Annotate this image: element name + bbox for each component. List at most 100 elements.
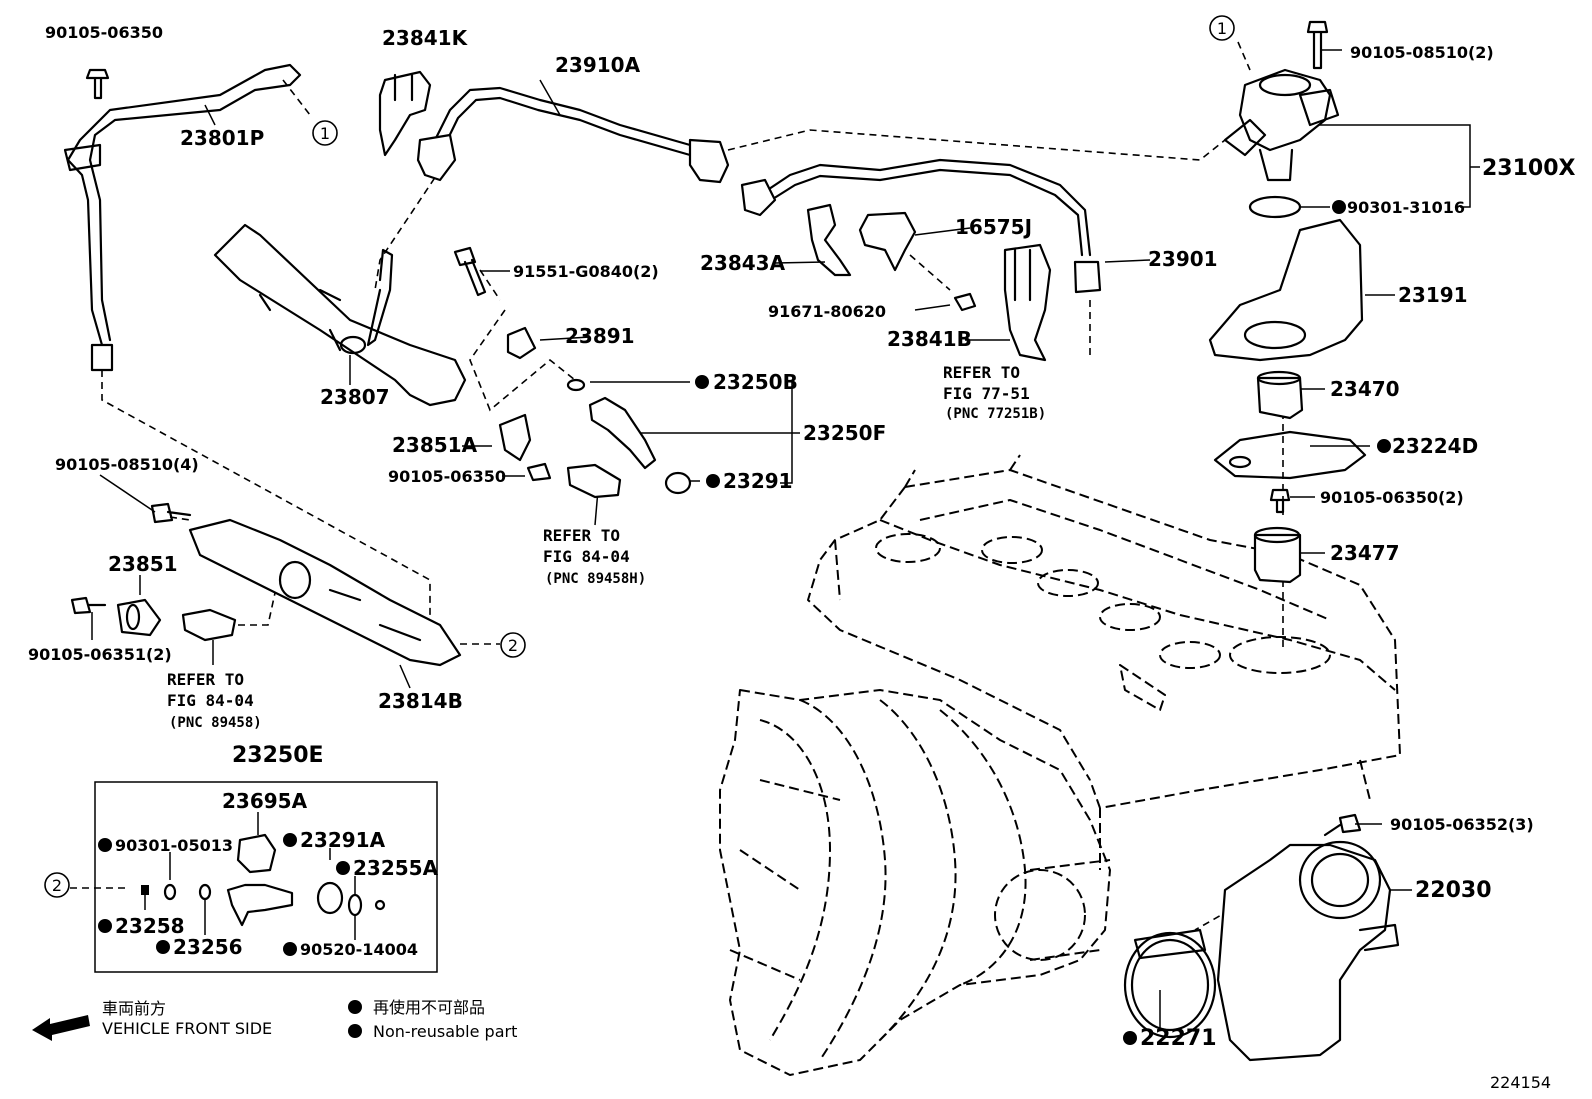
legend-nonreuse-en: Non-reusable part: [373, 1022, 517, 1041]
label-90105-06351: 90105-06351(2): [28, 645, 172, 664]
legend-front-en: VEHICLE FRONT SIDE: [102, 1019, 272, 1038]
svg-text:2: 2: [508, 636, 518, 655]
label-91551-g0840: 91551-G0840(2): [513, 262, 659, 281]
svg-text:REFER TO: REFER TO: [943, 363, 1020, 382]
label-23224D: 23224D: [1392, 434, 1478, 458]
non-reusable-dot-icon: [348, 1000, 362, 1014]
legend-nonreuse-jp: 再使用不可部品: [373, 998, 485, 1017]
label-90520-14004: 90520-14004: [300, 940, 418, 959]
label-90105-08510-4: 90105-08510(4): [55, 455, 199, 474]
label-91671-80620: 91671-80620: [768, 302, 886, 321]
label-23258: 23258: [115, 914, 185, 938]
label-23250F: 23250F: [803, 421, 886, 445]
label-22271: 22271: [1140, 1026, 1217, 1051]
label-90105-06352: 90105-06352(3): [1390, 815, 1534, 834]
lifter-23477: [1253, 526, 1302, 584]
sleeve-23470: [1256, 370, 1304, 420]
bolt-91671-80620: [953, 292, 977, 312]
svg-text:FIG 77-51: FIG 77-51: [943, 384, 1030, 403]
vehicle-front-arrow-icon: [32, 1015, 90, 1041]
legend: 車両前方 VEHICLE FRONT SIDE 再使用不可部品 Non-reus…: [32, 998, 517, 1041]
svg-text:REFER TO: REFER TO: [167, 670, 244, 689]
label-23191: 23191: [1398, 283, 1468, 307]
oring-90301-31016: [1248, 195, 1302, 219]
label-23841B: 23841B: [887, 327, 972, 351]
sensor-23851: [116, 598, 162, 637]
label-23843A: 23843A: [700, 251, 786, 275]
label-23801P: 23801P: [180, 126, 264, 150]
svg-text:FIG 84-04: FIG 84-04: [167, 691, 254, 710]
label-23814B: 23814B: [378, 689, 463, 713]
injector-23250F: [566, 378, 692, 495]
connector-23841K: [378, 70, 432, 157]
label-23470: 23470: [1330, 377, 1400, 401]
diagram-id: 224154: [1490, 1073, 1551, 1092]
label-23807: 23807: [320, 385, 390, 409]
label-23841K: 23841K: [382, 26, 469, 50]
bracket-23841B: [1003, 243, 1052, 362]
label-23250E: 23250E: [232, 743, 324, 768]
svg-text:FIG 84-04: FIG 84-04: [543, 547, 630, 566]
svg-text:1: 1: [320, 124, 330, 143]
part-labels: 90105-06350 23801P 23841K 23910A 90105-0…: [28, 23, 1576, 1051]
sensor-89458: [181, 608, 237, 642]
engine-block-outline: [719, 454, 1401, 1076]
delivery-pipe-23814B: [188, 518, 462, 667]
bolt-90105-06352: [1323, 813, 1362, 837]
label-23255A: 23255A: [353, 856, 439, 880]
label-22030: 22030: [1415, 878, 1492, 903]
svg-text:(PNC 89458): (PNC 89458): [169, 715, 262, 731]
bolt-90105-06350-mid: [526, 462, 552, 482]
sensor-89458h: [566, 463, 622, 499]
wire-harness-23910A: [416, 86, 730, 184]
svg-text:1: 1: [1217, 19, 1227, 38]
bolt-90105-08510-top: [1306, 20, 1329, 70]
callout-2-rail: 2: [500, 632, 526, 658]
bolt-90105-06350-top: [85, 68, 110, 100]
spacer-23891: [506, 326, 537, 360]
callout-1-right: 1: [1209, 15, 1235, 41]
label-23291A: 23291A: [300, 828, 386, 852]
fuel-pump-23100X: [1223, 68, 1340, 182]
gasket-22271: [1123, 928, 1217, 1039]
bracket-23851A: [498, 413, 532, 462]
refer-notes: REFER TO FIG 77-51 (PNC 77251B) REFER TO…: [167, 363, 1046, 731]
clamp-23843A: [806, 203, 852, 277]
svg-text:(PNC 89458H): (PNC 89458H): [545, 571, 646, 587]
throttle-body-22030: [1216, 840, 1400, 1062]
non-reusable-dot-icon: [348, 1024, 362, 1038]
leader-lines: [91, 49, 1480, 1030]
callout-1-left: 1: [312, 120, 338, 146]
legend-front-jp: 車両前方: [102, 999, 166, 1018]
label-16575J: 16575J: [955, 215, 1032, 239]
label-23250B: 23250B: [713, 370, 798, 394]
injector-kit-inset: [94, 781, 438, 973]
non-reusable-markers: [98, 200, 1391, 1045]
label-90105-06350-top: 90105-06350: [45, 23, 163, 42]
label-90105-06350-2: 90105-06350(2): [1320, 488, 1464, 507]
label-23291: 23291: [723, 469, 793, 493]
label-23851A: 23851A: [392, 433, 478, 457]
svg-text:(PNC 77251B): (PNC 77251B): [945, 406, 1046, 422]
bolt-91551-g0840: [453, 246, 487, 297]
fuel-rail-23807: [213, 223, 467, 407]
label-23695A: 23695A: [222, 789, 308, 813]
label-23477: 23477: [1330, 541, 1400, 565]
bracket-23191: [1208, 218, 1364, 362]
label-23891: 23891: [565, 324, 635, 348]
bolt-90105-06350-right: [1269, 488, 1291, 514]
pipe-23901: [740, 158, 1102, 294]
label-23851: 23851: [108, 552, 178, 576]
callout-2-inset: 2: [44, 872, 70, 898]
gasket-23224D: [1213, 430, 1367, 480]
label-90105-08510-2: 90105-08510(2): [1350, 43, 1494, 62]
label-90301-05013: 90301-05013: [115, 836, 233, 855]
bracket-16575J: [858, 211, 917, 272]
bolt-90105-08510-left: [150, 502, 192, 524]
svg-text:REFER TO: REFER TO: [543, 526, 620, 545]
label-23100X: 23100X: [1482, 156, 1576, 181]
label-90301-31016: 90301-31016: [1347, 198, 1465, 217]
label-23901: 23901: [1148, 247, 1218, 271]
bolt-90105-06351: [70, 596, 107, 615]
